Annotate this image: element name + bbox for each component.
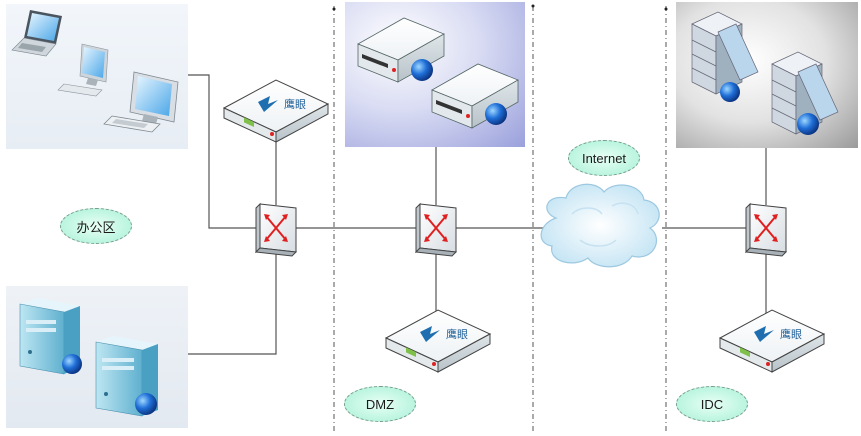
- globe-icon: [797, 113, 819, 135]
- network-links: [188, 74, 767, 355]
- globe-icon: [62, 354, 82, 374]
- switch-icon-office: [254, 202, 298, 257]
- laptop-icon: [11, 10, 62, 57]
- desktop-pc-icon: [103, 71, 179, 133]
- firewall-device-idc: 鹰眼: [718, 309, 826, 373]
- zone-label-office: 办公区: [60, 208, 132, 244]
- globe-icon: [485, 103, 507, 125]
- globe-icon: [411, 59, 433, 81]
- firewall-device-dmz: 鹰眼: [384, 309, 492, 373]
- eagle-logo-icon: [258, 96, 278, 112]
- tower-server-icon: [95, 336, 158, 417]
- zone-label-internet: Internet: [568, 140, 640, 176]
- rack-server-icon: [357, 17, 445, 83]
- internet-cloud-icon: [540, 183, 660, 268]
- link-servers-to-switch: [188, 250, 277, 355]
- tower-server-icon: [771, 51, 839, 135]
- zone-label-idc: IDC: [676, 386, 748, 422]
- firewall-brand-label: 鹰眼: [284, 97, 306, 111]
- eagle-logo-icon: [754, 326, 774, 342]
- tower-server-icon: [19, 298, 82, 375]
- zone-label-dmz: DMZ: [344, 386, 416, 422]
- globe-icon: [135, 393, 157, 415]
- switch-icon-idc: [744, 202, 788, 257]
- firewall-brand-label: 鹰眼: [446, 327, 468, 341]
- firewall-device-office: 鹰眼: [222, 79, 330, 143]
- separator-dots: [332, 4, 668, 11]
- globe-icon: [720, 82, 740, 102]
- firewall-brand-label: 鹰眼: [780, 327, 802, 341]
- tower-server-icon: [691, 11, 759, 102]
- eagle-logo-icon: [420, 326, 440, 342]
- link-pcs-to-switch: [188, 74, 258, 229]
- switch-icon-dmz: [414, 202, 458, 257]
- desktop-pc-icon: [57, 43, 109, 97]
- rack-server-icon: [431, 63, 519, 129]
- zone-separators: [333, 6, 667, 432]
